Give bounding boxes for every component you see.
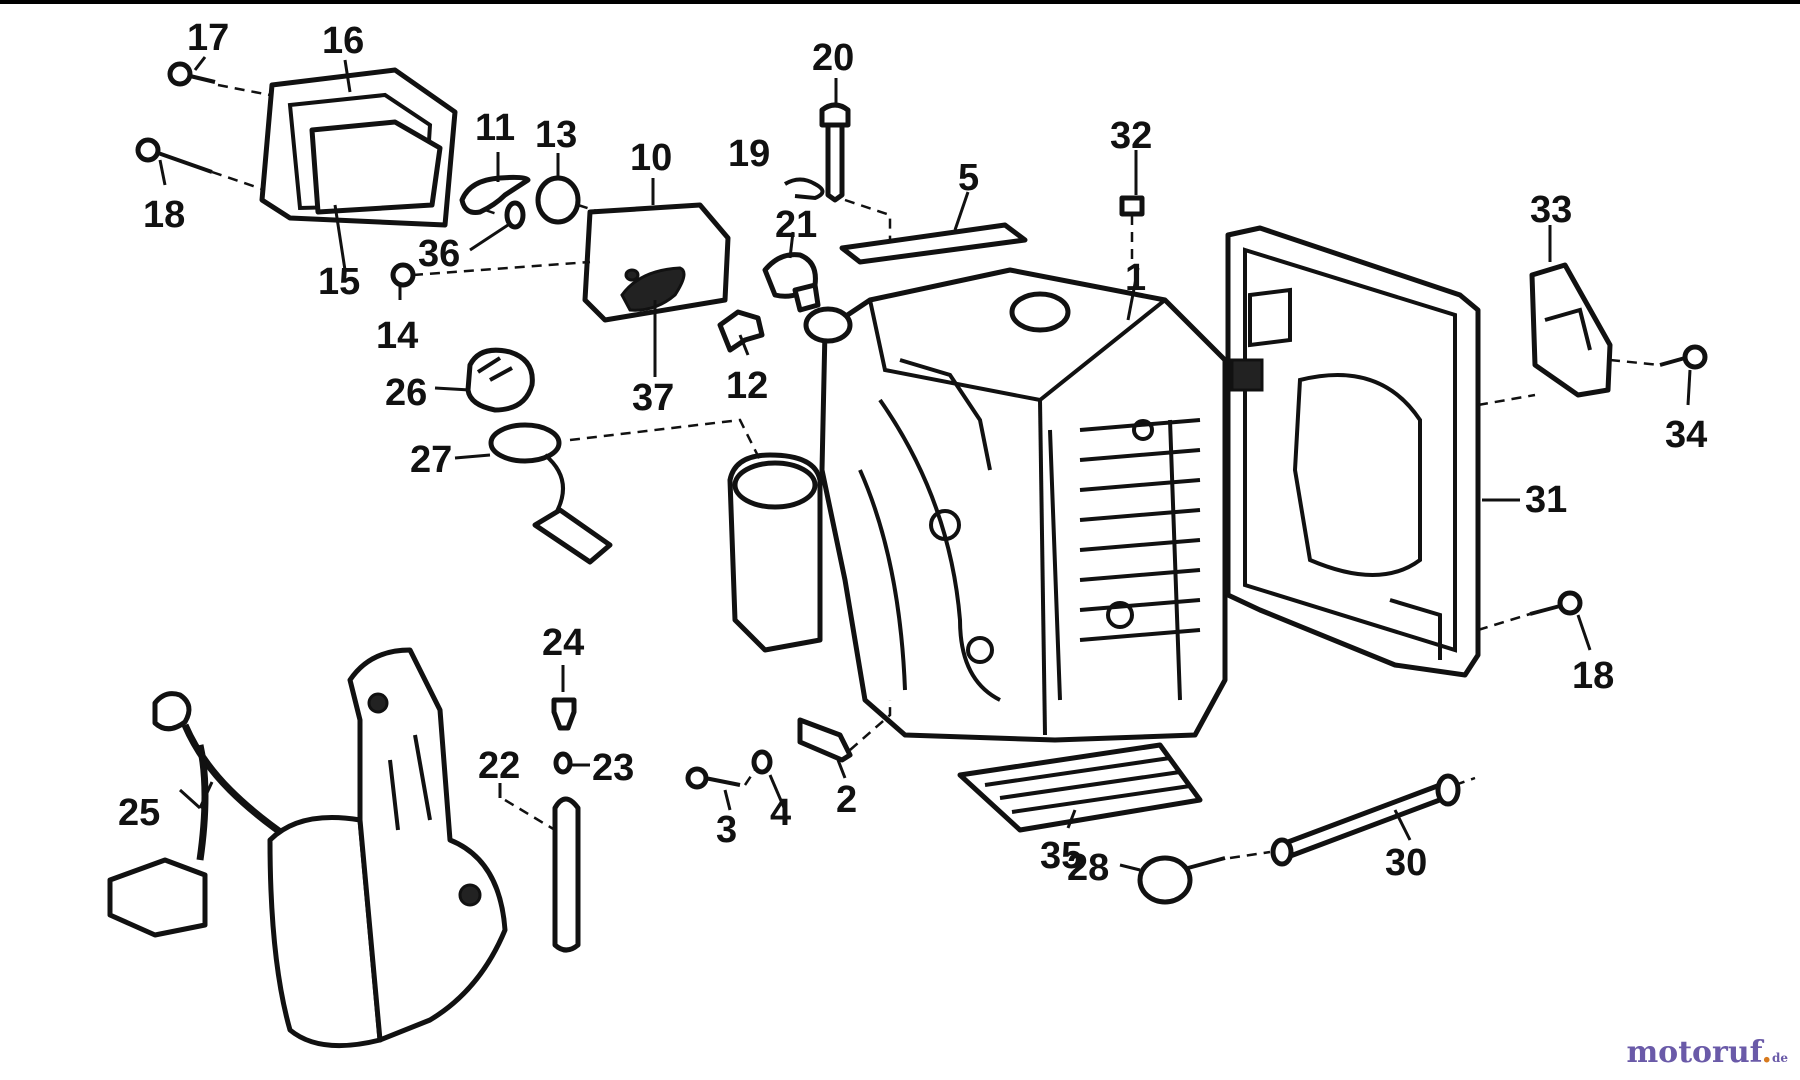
callout-3: 3 bbox=[716, 809, 737, 851]
bracket-12 bbox=[717, 309, 765, 353]
callout-22: 22 bbox=[478, 745, 520, 787]
shaft-30 bbox=[1270, 773, 1461, 867]
spacer-2 bbox=[797, 717, 853, 763]
callout-15: 15 bbox=[318, 261, 360, 303]
callout-23: 23 bbox=[592, 747, 634, 789]
callout-12: 12 bbox=[726, 365, 768, 407]
nut-14 bbox=[390, 262, 416, 288]
bracket-33 bbox=[1529, 262, 1613, 398]
screw-18-top bbox=[135, 137, 213, 174]
gasket-strip-5 bbox=[839, 222, 1028, 265]
filter-gasket bbox=[309, 119, 443, 215]
callout-33: 33 bbox=[1530, 189, 1572, 231]
callout-18-right: 18 bbox=[1572, 655, 1614, 697]
backplate-frame bbox=[1225, 225, 1481, 678]
clip-19 bbox=[783, 177, 825, 201]
callout-10: 10 bbox=[630, 137, 672, 179]
watermark-logo: motoruf.de bbox=[1626, 1035, 1788, 1070]
callout-labels: 17 16 18 15 11 13 36 10 37 14 26 27 12 1… bbox=[118, 17, 1707, 889]
callout-35: 35 bbox=[1040, 835, 1082, 877]
leader-lines bbox=[158, 56, 1692, 872]
screw-17 bbox=[167, 61, 216, 87]
fuel-cap-26 bbox=[465, 347, 535, 413]
callout-26: 26 bbox=[385, 372, 427, 414]
bolt-3 bbox=[685, 766, 741, 790]
o-ring-13 bbox=[535, 175, 581, 225]
screw-18-right bbox=[1529, 590, 1583, 616]
callout-11: 11 bbox=[475, 107, 515, 149]
callout-4: 4 bbox=[770, 792, 791, 834]
callout-17: 17 bbox=[187, 17, 229, 59]
knob-28 bbox=[1137, 855, 1226, 905]
watermark-dot: . bbox=[1761, 1035, 1772, 1070]
nut-32 bbox=[1119, 195, 1145, 217]
washer-4 bbox=[751, 749, 773, 775]
screw-24 bbox=[551, 697, 577, 731]
screw-34 bbox=[1659, 344, 1708, 370]
callout-13: 13 bbox=[535, 114, 577, 156]
callout-2: 2 bbox=[836, 779, 857, 821]
callout-19: 19 bbox=[728, 133, 770, 175]
washer-23 bbox=[553, 751, 573, 775]
callout-31: 31 bbox=[1525, 479, 1567, 521]
callout-25: 25 bbox=[118, 792, 160, 834]
callout-18: 18 bbox=[143, 194, 185, 236]
assembly-lines bbox=[211, 83, 1661, 860]
callout-14: 14 bbox=[376, 315, 418, 357]
callout-37: 37 bbox=[632, 377, 674, 419]
callout-28: 28 bbox=[1067, 847, 1109, 889]
carburetor-plate bbox=[582, 202, 731, 323]
callout-27: 27 bbox=[410, 439, 452, 481]
callout-16: 16 bbox=[322, 20, 364, 62]
fuel-filter-27 bbox=[488, 422, 613, 565]
top-border bbox=[0, 0, 1800, 4]
watermark-tld: de bbox=[1771, 1051, 1788, 1065]
primer-bulb-21 bbox=[762, 252, 821, 313]
callout-24: 24 bbox=[542, 622, 584, 664]
callout-34: 34 bbox=[1665, 414, 1707, 456]
ring-36 bbox=[504, 200, 526, 230]
callout-1: 1 bbox=[1125, 257, 1146, 299]
callout-5: 5 bbox=[958, 157, 979, 199]
tube-22 bbox=[552, 796, 581, 953]
callout-32: 32 bbox=[1110, 115, 1152, 157]
callout-21: 21 bbox=[775, 204, 817, 246]
callout-20: 20 bbox=[812, 37, 854, 79]
engine-housing bbox=[727, 267, 1228, 743]
fuel-tank bbox=[267, 647, 508, 1049]
pin-20 bbox=[819, 102, 851, 203]
grate-35 bbox=[957, 742, 1203, 833]
callout-36: 36 bbox=[418, 233, 460, 275]
watermark-brand: motoruf bbox=[1626, 1035, 1762, 1070]
clip-11 bbox=[459, 174, 531, 215]
callout-30: 30 bbox=[1385, 842, 1427, 884]
